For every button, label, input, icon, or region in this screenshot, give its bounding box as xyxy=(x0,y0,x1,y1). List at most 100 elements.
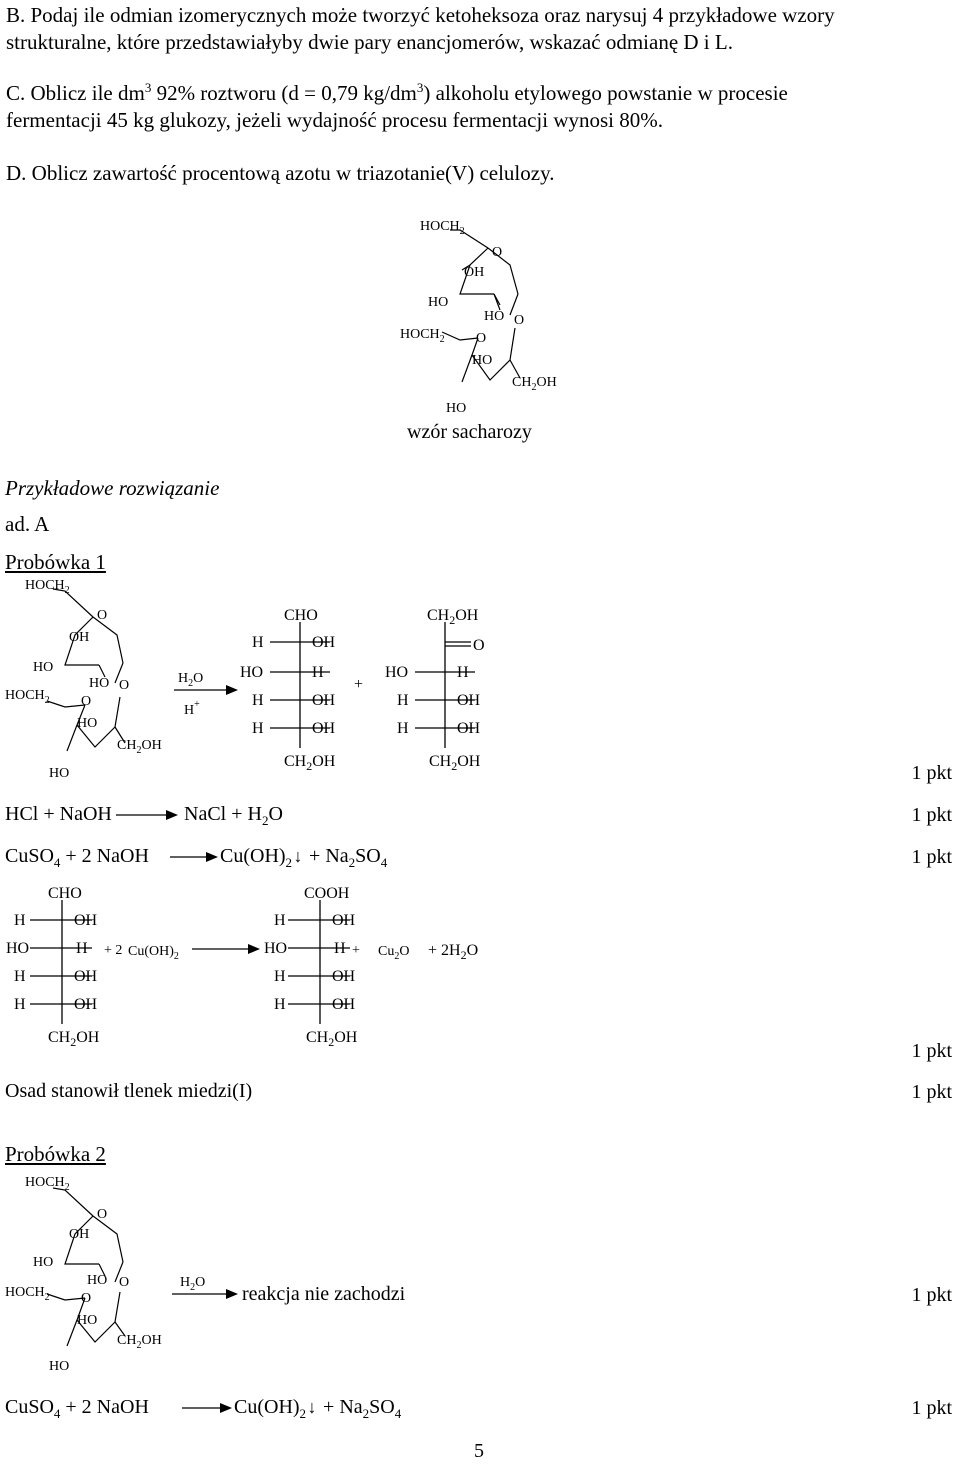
question-d: D. Oblicz zawartość procentową azotu w t… xyxy=(6,161,555,185)
svg-text:O: O xyxy=(97,1207,107,1222)
question-b: B. Podaj ile odmian izomerycznych może t… xyxy=(6,3,835,27)
svg-text:+ 2H2O: + 2H2O xyxy=(428,942,478,962)
svg-text:HO: HO xyxy=(264,940,287,957)
svg-text:H: H xyxy=(252,720,264,737)
svg-text:O: O xyxy=(119,678,129,693)
ho-1: HO xyxy=(428,295,448,310)
sucrose-caption: wzór sacharozy xyxy=(407,421,532,443)
tube2-arrow: H2O xyxy=(172,1275,238,1299)
svg-text:H: H xyxy=(312,664,324,681)
svg-text:HO: HO xyxy=(33,660,53,675)
eq1-arrow xyxy=(116,810,178,820)
eq2-arrow xyxy=(170,852,218,862)
glucose-ring xyxy=(450,229,519,316)
trommer-reagent: + 2 Cu(OH)2 xyxy=(104,943,179,962)
svg-text:H: H xyxy=(274,968,286,985)
hydrolysis-arrow: H2O H+ xyxy=(174,671,238,718)
svg-text:OH: OH xyxy=(312,634,336,651)
svg-text:CHO: CHO xyxy=(48,885,82,902)
svg-text:OH: OH xyxy=(457,692,481,709)
points-2: 1 pkt xyxy=(911,804,952,826)
svg-text:HO: HO xyxy=(6,940,29,957)
tube2-result: reakcja nie zachodzi xyxy=(242,1283,406,1305)
ho-2: HO xyxy=(484,309,504,324)
svg-text:H: H xyxy=(14,912,26,929)
svg-text:H: H xyxy=(14,996,26,1013)
svg-text:OH: OH xyxy=(69,630,89,645)
svg-text:H: H xyxy=(274,912,286,929)
svg-text:HOCH2: HOCH2 xyxy=(5,688,50,706)
svg-text:H+: H+ xyxy=(184,699,200,718)
svg-text:HO: HO xyxy=(77,1313,97,1328)
svg-text:O: O xyxy=(119,1275,129,1290)
equation-cuso4-right-2: Cu(OH)2↓ + Na2SO4 xyxy=(234,1396,402,1421)
svg-text:HO: HO xyxy=(240,664,263,681)
equation-hcl-naoh-left: HCl + NaOH xyxy=(5,803,112,825)
equation-cuso4-right: Cu(OH)2↓ + Na2SO4 xyxy=(220,845,388,870)
svg-text:CHO: CHO xyxy=(284,607,318,624)
svg-text:CH2OH: CH2OH xyxy=(427,607,479,627)
sucrose-structure-tube1: HOCH2 O OH HO HO O HOCH2 O HO CH2OH HO xyxy=(5,578,162,781)
fructose-fischer-1: CH2OH O HO H H OH H OH CH2OH xyxy=(385,607,485,773)
trommer-arrow xyxy=(192,944,260,954)
svg-text:O: O xyxy=(81,694,91,709)
svg-text:H: H xyxy=(252,634,264,651)
svg-text:H: H xyxy=(76,940,88,957)
svg-text:COOH: COOH xyxy=(304,885,350,902)
bridge-o: O xyxy=(514,313,524,328)
svg-text:OH: OH xyxy=(74,968,98,985)
question-c-line2: fermentacji 45 kg glukozy, jeżeli wydajn… xyxy=(6,108,664,132)
svg-text:OH: OH xyxy=(332,996,356,1013)
tube2-heading: Probówka 2 xyxy=(5,1142,106,1166)
svg-text:OH: OH xyxy=(74,912,98,929)
ring-o-1: O xyxy=(492,245,502,260)
points-6: 1 pkt xyxy=(911,1284,952,1306)
hoch2-top: HOCH2 xyxy=(420,219,465,237)
svg-text:O: O xyxy=(81,1291,91,1306)
svg-text:H: H xyxy=(252,692,264,709)
svg-text:CH2OH: CH2OH xyxy=(48,1029,100,1049)
svg-text:HO: HO xyxy=(385,664,408,681)
points-4: 1 pkt xyxy=(911,1040,952,1062)
points-1: 1 pkt xyxy=(911,762,952,784)
svg-text:OH: OH xyxy=(332,968,356,985)
glucose-fischer-2: CHO H OH HO H H OH H OH CH2OH xyxy=(6,885,100,1049)
svg-text:CH2OH: CH2OH xyxy=(117,738,162,756)
svg-text:CH2OH: CH2OH xyxy=(117,1333,162,1351)
ring-o-2: O xyxy=(476,331,486,346)
svg-text:OH: OH xyxy=(457,720,481,737)
svg-text:HO: HO xyxy=(49,1359,69,1374)
hoch2-mid: HOCH2 xyxy=(400,327,445,345)
svg-text:H: H xyxy=(334,940,346,957)
svg-text:HO: HO xyxy=(89,676,109,691)
ad-a: ad. A xyxy=(5,512,50,536)
fructose-ring xyxy=(441,327,521,383)
svg-text:H: H xyxy=(457,664,469,681)
svg-text:OH: OH xyxy=(312,720,336,737)
svg-text:OH: OH xyxy=(69,1227,89,1242)
gluconic-acid-fischer: COOH H OH HO H H OH H OH CH2OH xyxy=(264,885,358,1049)
ch2oh-1: CH2OH xyxy=(512,375,557,393)
precipitate-arrow-icon-2: ↓ xyxy=(307,1397,317,1417)
svg-text:CH2OH: CH2OH xyxy=(429,753,481,773)
svg-text:HO: HO xyxy=(77,716,97,731)
svg-text:OH: OH xyxy=(312,692,336,709)
svg-text:HO: HO xyxy=(87,1273,107,1288)
svg-text:O: O xyxy=(97,608,107,623)
svg-text:HOCH2: HOCH2 xyxy=(25,578,70,596)
svg-text:H: H xyxy=(274,996,286,1013)
svg-text:HO: HO xyxy=(33,1255,53,1270)
precipitate-note: Osad stanowił tlenek miedzi(I) xyxy=(5,1080,253,1102)
sucrose-structure-tube2: HOCH2 O OH HO HO O HOCH2 O HO CH2OH HO xyxy=(5,1175,162,1374)
points-7: 1 pkt xyxy=(911,1397,952,1419)
ho-3: HO xyxy=(472,353,492,368)
svg-text:H: H xyxy=(397,720,409,737)
points-5: 1 pkt xyxy=(911,1081,952,1103)
svg-text:HOCH2: HOCH2 xyxy=(25,1175,70,1193)
page-number: 5 xyxy=(474,1440,484,1462)
svg-text:+ 2: + 2 xyxy=(104,943,122,958)
eq3-arrow xyxy=(182,1403,232,1413)
question-c: C. Oblicz ile dm3 92% roztworu (d = 0,79… xyxy=(6,80,788,105)
equation-hcl-naoh-right: NaCl + H2O xyxy=(184,803,283,828)
svg-text:H: H xyxy=(14,968,26,985)
